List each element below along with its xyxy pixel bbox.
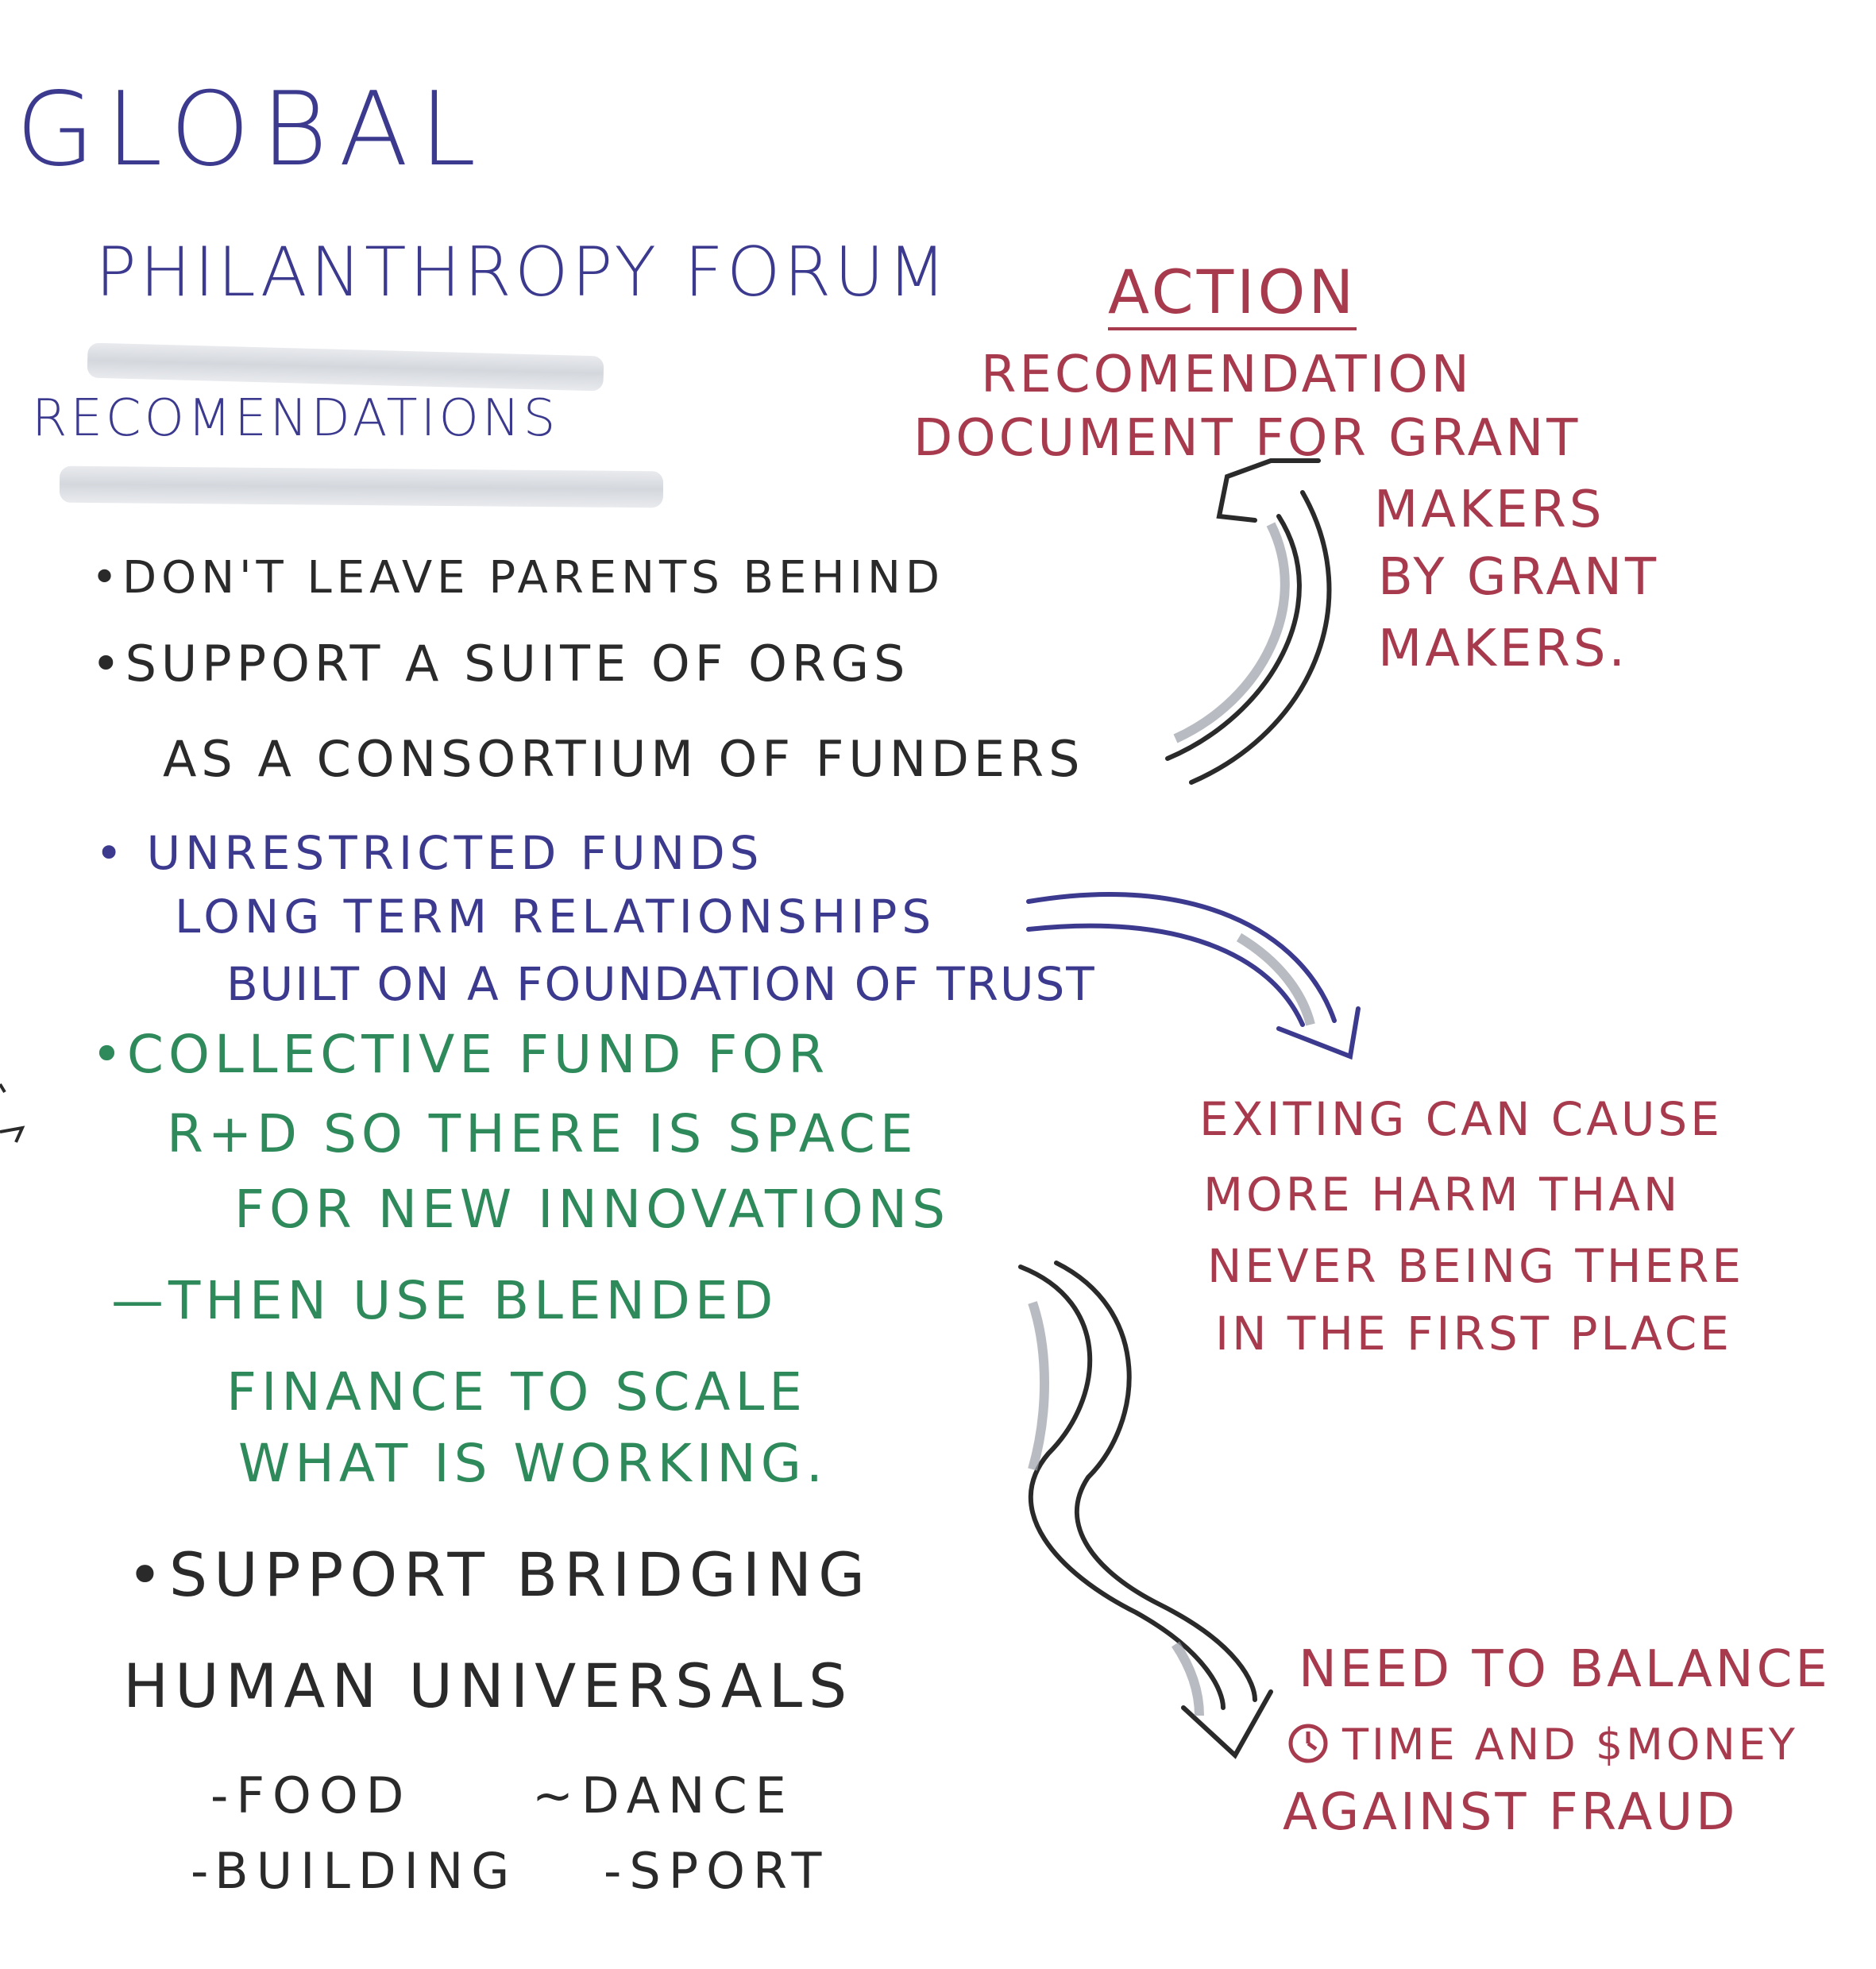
- action-line-2: Document for grant: [913, 409, 1581, 468]
- bullet-unrestricted-line-1: • Unrestricted Funds: [95, 826, 764, 880]
- clock-icon: [1287, 1722, 1330, 1765]
- exit-line-2: more harm than: [1203, 1168, 1681, 1222]
- blended-line-3: what is working.: [238, 1433, 828, 1494]
- universal-sport: -Sport: [604, 1842, 830, 1900]
- bullet-dont-leave-parents: •Don't Leave Parents Behind: [91, 552, 944, 604]
- universal-dance: ~Dance: [532, 1766, 794, 1824]
- bullet-collective-line-1: •Collective fund for: [91, 1024, 830, 1085]
- bullet-bridging-line-2: Human Universals: [123, 1650, 854, 1721]
- arrow-up-shadow: [1173, 522, 1290, 743]
- action-heading: Action: [1108, 262, 1357, 330]
- arrow-down-shadow: [1028, 1301, 1204, 1716]
- exit-line-3: never being there: [1207, 1239, 1745, 1293]
- action-line-5: makers.: [1378, 620, 1628, 678]
- action-line-4: by grant: [1378, 548, 1660, 607]
- edge-marks: [0, 1083, 25, 1143]
- universal-building: -Building: [191, 1842, 518, 1900]
- arrow-up-to-action: [1165, 458, 1332, 785]
- title-line-2: Philanthropy Forum: [95, 233, 950, 312]
- subtitle-highlight-bottom: [59, 465, 664, 508]
- balance-line-2: time and $money: [1342, 1720, 1798, 1770]
- bullet-bridging-line-1: •Support Bridging: [127, 1539, 871, 1610]
- subtitle-highlight-top: [87, 342, 604, 392]
- universal-food: -Food: [210, 1766, 412, 1824]
- title-line-1: Global: [16, 71, 488, 189]
- blended-line-2: finance to scale: [226, 1361, 807, 1423]
- blended-line-1: —Then use blended: [111, 1270, 778, 1331]
- balance-line-3: against fraud: [1283, 1783, 1739, 1842]
- bullet-support-suite-line-1: •Support A suite of ORGS: [91, 635, 910, 693]
- subtitle: Recomendations: [32, 389, 559, 448]
- exit-line-1: Exiting can cause: [1199, 1092, 1723, 1146]
- bullet-support-suite-line-2: As A Consortium of funders: [163, 730, 1085, 788]
- arrow-exit-shadow: [1236, 932, 1315, 1026]
- exit-line-4: in the first place: [1215, 1307, 1732, 1361]
- balance-line-1: Need to balance: [1299, 1640, 1831, 1699]
- bullet-collective-line-2: R+D so there is space: [167, 1103, 918, 1164]
- bullet-unrestricted-line-2: Long term Relationships: [175, 890, 936, 944]
- bullet-collective-line-3: for new innovations: [234, 1179, 951, 1240]
- bullet-unrestricted-line-3: Built on a foundation of trust: [226, 957, 1096, 1011]
- action-line-3: makers: [1374, 481, 1605, 539]
- action-line-1: Recomendation: [981, 346, 1473, 404]
